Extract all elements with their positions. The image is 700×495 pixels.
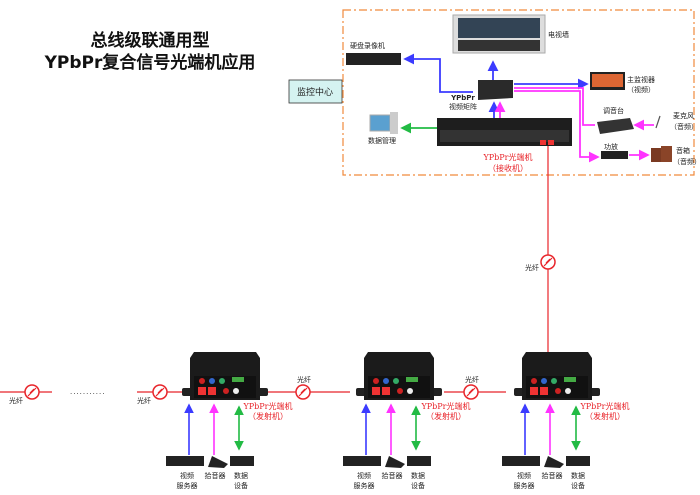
fiber-icon: [152, 384, 168, 400]
data-device-label-2: 设备: [234, 481, 248, 490]
matrix-label-2: 视频矩阵: [449, 102, 477, 111]
transmitter-label-1: YPbPr光端机: [580, 401, 630, 411]
fiber-label: 光纤: [525, 263, 539, 272]
data-mgmt-label: 数据管理: [368, 136, 396, 145]
data-device-label-2: 设备: [411, 481, 425, 490]
pickup-label: 拾音器: [382, 471, 403, 480]
fiber-lines: [0, 146, 549, 393]
mic-label-2: （音频）: [670, 122, 698, 131]
speaker-label-2: （音频）: [673, 157, 700, 166]
pickup-label: 拾音器: [205, 471, 226, 480]
video-server-label-1: 视频: [357, 471, 371, 480]
transmitter-2: [356, 352, 442, 400]
transmitter-label-2: （发射机）: [248, 411, 288, 421]
amp-label: 功放: [604, 142, 618, 151]
transmitter-label-2: （发射机）: [426, 411, 466, 421]
monitor-label-1: 主监视器: [627, 75, 655, 84]
data-device-label-1: 数据: [234, 471, 248, 480]
amplifier: [601, 151, 628, 159]
title-line2: YPbPr复合信号光端机应用: [44, 52, 256, 73]
transmitter-label-1: YPbPr光端机: [243, 401, 293, 411]
video-server-label-1: 视频: [517, 471, 531, 480]
fiber-icon: [540, 254, 556, 270]
data-device-label-1: 数据: [571, 471, 585, 480]
data-device-label-1: 数据: [411, 471, 425, 480]
control-center-frame: [342, 9, 695, 176]
ellipsis: ...........: [70, 388, 105, 396]
video-server-label-2: 服务器: [514, 481, 535, 490]
transmitter-label-1: YPbPr光端机: [421, 401, 471, 411]
control-center-label: 监控中心: [297, 86, 333, 98]
tv-wall-label: 电视墙: [548, 30, 569, 39]
fiber-icon: [463, 384, 479, 400]
video-server-label-2: 服务器: [177, 481, 198, 490]
mic-label-1: 麦克风: [673, 111, 694, 120]
data-device-label-2: 设备: [571, 481, 585, 490]
data-management-pc: [369, 112, 398, 134]
pickup-label: 拾音器: [542, 471, 563, 480]
video-server-label-1: 视频: [180, 471, 194, 480]
microphone: [655, 115, 661, 129]
matrix-label-1: YPbPr: [450, 94, 475, 102]
main-monitor: [590, 72, 625, 90]
control-center-box: 监控中心: [288, 79, 343, 104]
transmitter-1: [182, 352, 268, 400]
speaker-label-1: 音箱: [676, 146, 690, 155]
receiver-label-1: YPbPr光端机: [483, 152, 533, 162]
video-matrix: [478, 80, 513, 100]
transmitter-3: [514, 352, 600, 400]
fiber-label: 光纤: [465, 375, 479, 384]
fiber-label: 光纤: [9, 396, 23, 405]
fiber-label: 光纤: [137, 396, 151, 405]
transmitter-label-2: （发射机）: [585, 411, 625, 421]
dvr: [346, 53, 401, 65]
fiber-label: 光纤: [297, 375, 311, 384]
mixer-label: 调音台: [603, 106, 624, 115]
field-devices: [166, 456, 590, 468]
receiver: [437, 118, 572, 146]
mixer: [597, 118, 634, 134]
fiber-icon: [24, 384, 40, 400]
fiber-icon: [295, 384, 311, 400]
receiver-label-2: （接收机）: [488, 163, 528, 173]
title-line1: 总线级联通用型: [91, 30, 210, 51]
tv-wall: [452, 14, 546, 54]
dvr-label: 硬盘录像机: [350, 41, 385, 50]
speakers: [651, 146, 672, 162]
monitor-label-2: （视频）: [627, 85, 655, 94]
video-server-label-2: 服务器: [354, 481, 375, 490]
